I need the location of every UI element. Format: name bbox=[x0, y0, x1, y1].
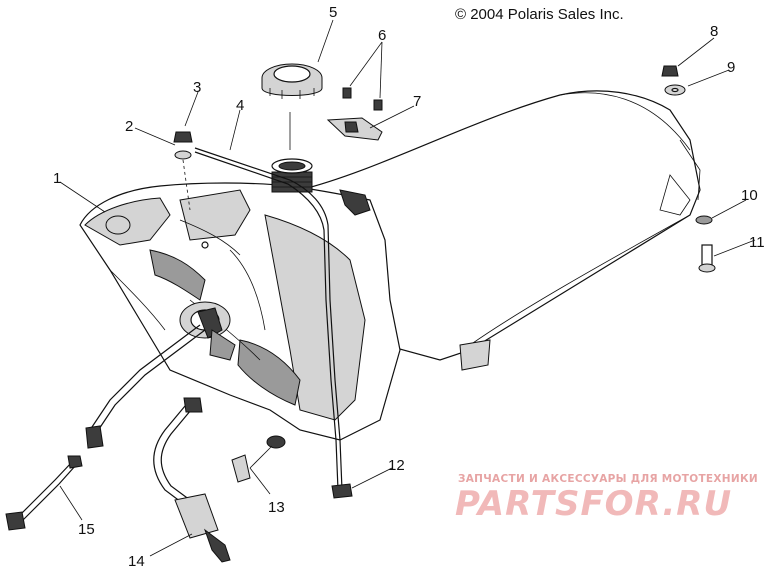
callout-7: 7 bbox=[413, 93, 421, 110]
callout-2: 2 bbox=[125, 118, 133, 135]
callout-3: 3 bbox=[193, 79, 201, 96]
nut-washer-2-3 bbox=[173, 131, 193, 211]
callout-12: 12 bbox=[388, 457, 405, 474]
clips-13 bbox=[231, 435, 286, 483]
clamp-12 bbox=[331, 483, 353, 499]
callout-14: 14 bbox=[128, 553, 145, 567]
fuel-tank-body bbox=[79, 158, 401, 441]
watermark-subtitle: ЗАПЧАСТИ И АКСЕССУАРЫ ДЛЯ МОТОТЕХНИКИ bbox=[458, 473, 758, 485]
fuel-cap bbox=[261, 63, 323, 99]
callout-13: 13 bbox=[268, 499, 285, 516]
washer-9 bbox=[664, 84, 686, 96]
fuel-pump-flange bbox=[179, 301, 236, 361]
watermark-brand: PARTSFOR.RU bbox=[455, 484, 733, 524]
copyright-text: © 2004 Polaris Sales Inc. bbox=[455, 6, 624, 23]
washer-10 bbox=[695, 215, 713, 225]
leader-lines bbox=[59, 19, 756, 557]
fuel-line-filter-14 bbox=[153, 397, 231, 563]
pump-wire-harness bbox=[85, 324, 206, 449]
callout-15: 15 bbox=[78, 521, 95, 538]
nut-8 bbox=[661, 65, 679, 77]
callout-6: 6 bbox=[378, 27, 386, 44]
callout-4: 4 bbox=[236, 97, 244, 114]
tank-rear-extension bbox=[299, 90, 701, 371]
callout-8: 8 bbox=[710, 23, 718, 40]
callout-1: 1 bbox=[53, 170, 61, 187]
vent-tube bbox=[194, 147, 343, 491]
bracket-7 bbox=[326, 117, 383, 141]
screws-6 bbox=[342, 87, 383, 111]
bolt-11 bbox=[698, 244, 716, 273]
callout-10: 10 bbox=[741, 187, 758, 204]
callout-5: 5 bbox=[329, 4, 337, 21]
harness-15 bbox=[5, 455, 83, 531]
callout-9: 9 bbox=[727, 59, 735, 76]
callout-11: 11 bbox=[749, 234, 765, 251]
